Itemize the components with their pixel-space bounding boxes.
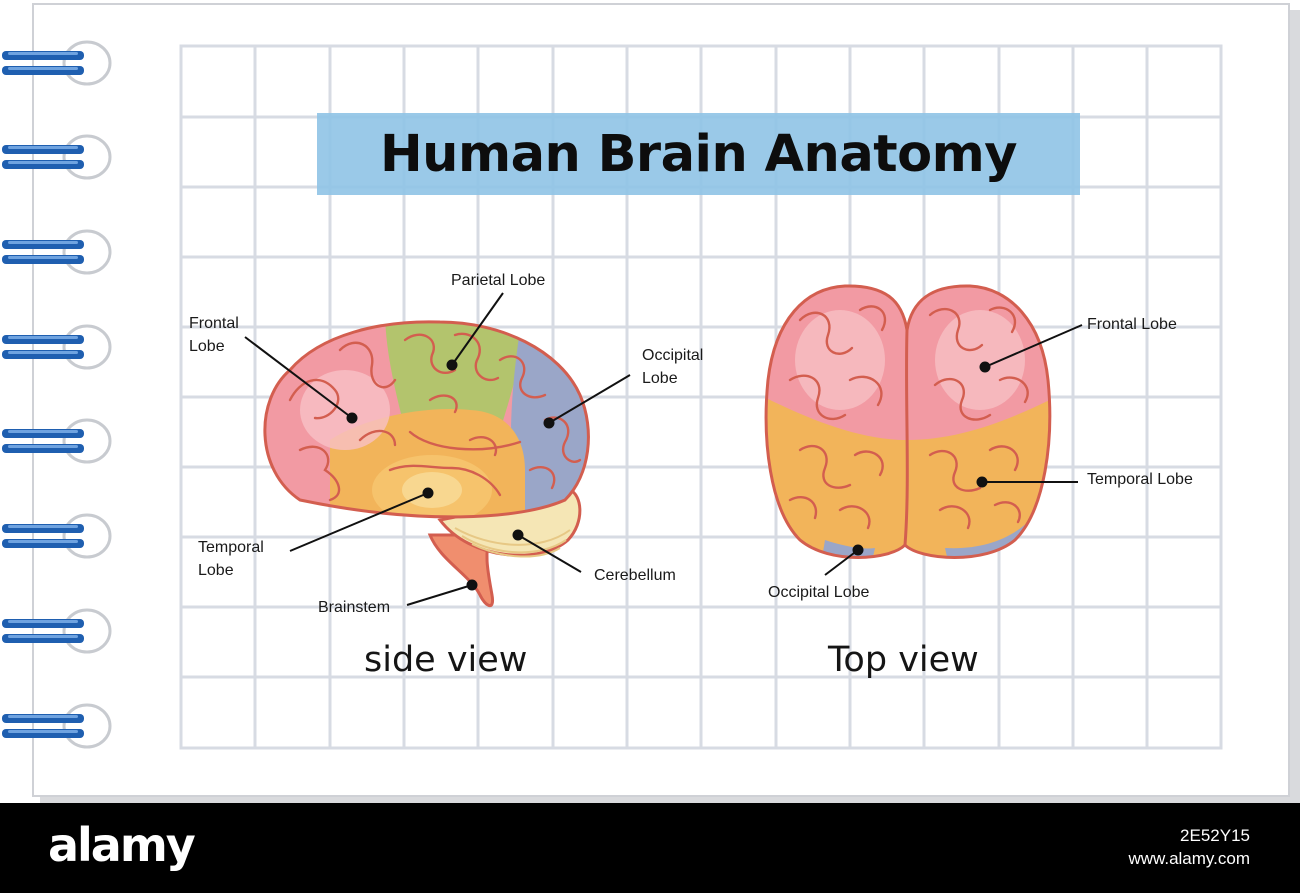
leader-occipital-top	[824, 549, 859, 576]
label-occipital-lobe-top: Occipital Lobe	[768, 584, 870, 601]
leader-cerebellum	[517, 534, 582, 573]
leader-frontal-top	[984, 324, 1083, 368]
label-cerebellum: Cerebellum	[594, 567, 676, 584]
label-temporal-lobe-side: Temporal Lobe	[198, 539, 264, 579]
brainstem-shape	[427, 533, 495, 607]
watermark-bar	[0, 803, 1300, 893]
spiral-ring	[2, 40, 112, 86]
leader-temporal-side	[289, 492, 429, 552]
label-parietal-lobe-side: Parietal Lobe	[451, 272, 546, 289]
alamy-logo: alamy	[48, 818, 196, 872]
caption-top-view: Top view	[828, 640, 979, 680]
occipital-region-top-right	[945, 520, 1040, 558]
label-occipital-lobe-side: Occipital Lobe	[642, 347, 704, 387]
spiral-ring	[2, 608, 112, 654]
page-title: Human Brain Anatomy	[379, 125, 1018, 184]
parietal-region	[385, 321, 535, 430]
caption-side-view: side view	[364, 640, 528, 680]
spiral-ring	[2, 324, 112, 370]
leader-parietal-side	[451, 292, 504, 366]
label-frontal-lobe-top: Frontal Lobe	[1087, 316, 1177, 333]
spiral-ring	[2, 134, 112, 180]
label-temporal-lobe-top: Temporal Lobe	[1087, 471, 1193, 488]
leader-brainstem	[406, 584, 473, 606]
leader-frontal-side	[244, 336, 353, 419]
leader-lines	[244, 292, 1083, 606]
site-url: www.alamy.com	[1128, 849, 1250, 868]
brain-top-view	[764, 284, 1052, 559]
label-brainstem: Brainstem	[318, 599, 391, 616]
spiral-binding	[2, 40, 112, 749]
spiral-ring	[2, 703, 112, 749]
spiral-ring	[2, 513, 112, 559]
label-frontal-lobe-side: Frontal Lobe	[189, 315, 239, 355]
spiral-ring	[2, 418, 112, 464]
brain-side-view	[263, 320, 590, 607]
title-highlight	[317, 113, 1080, 195]
spiral-ring	[2, 229, 112, 275]
image-id: 2E52Y15	[1180, 826, 1250, 845]
occipital-region-top	[820, 540, 875, 558]
leader-occipital-side	[548, 374, 631, 424]
